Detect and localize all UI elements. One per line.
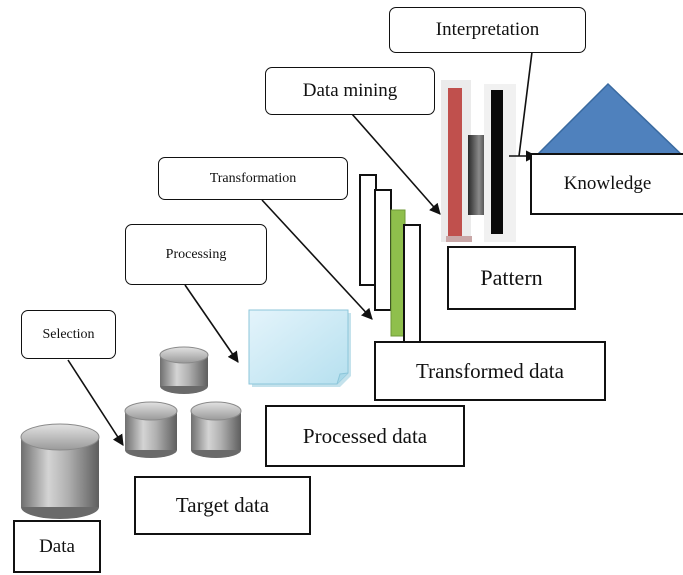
knowledge-output-label: Knowledge	[530, 153, 683, 215]
interpretation-step-label: Interpretation	[389, 7, 586, 53]
target-data-cylinders-icon	[124, 346, 242, 458]
target-data-output-label: Target data	[134, 476, 311, 535]
pattern-bars-icon	[441, 80, 516, 242]
selection-arrow	[67, 359, 124, 446]
cylinder-icon	[159, 346, 209, 394]
process-arrows	[67, 51, 538, 446]
transformed-pages-icon	[359, 174, 421, 346]
processed-data-output-label: Processed data	[265, 405, 465, 467]
transformation-arrow	[261, 199, 373, 320]
pattern-output-label: Pattern	[447, 246, 576, 310]
cylinder-icon	[124, 401, 178, 458]
knowledge-triangle-icon	[534, 82, 683, 157]
processing-arrow	[184, 284, 239, 363]
selection-step-label: Selection	[21, 310, 116, 359]
data-cylinder-icon	[20, 423, 100, 519]
processed-document-icon	[248, 309, 351, 387]
data-output-label: Data	[13, 520, 101, 573]
processing-step-label: Processing	[125, 224, 267, 285]
data-mining-arrow	[351, 113, 441, 215]
interpretation-arrow	[518, 51, 533, 157]
transformed-data-output-label: Transformed data	[374, 341, 606, 401]
transformation-step-label: Transformation	[158, 157, 348, 200]
cylinder-icon	[190, 401, 242, 458]
data-mining-step-label: Data mining	[265, 67, 435, 115]
